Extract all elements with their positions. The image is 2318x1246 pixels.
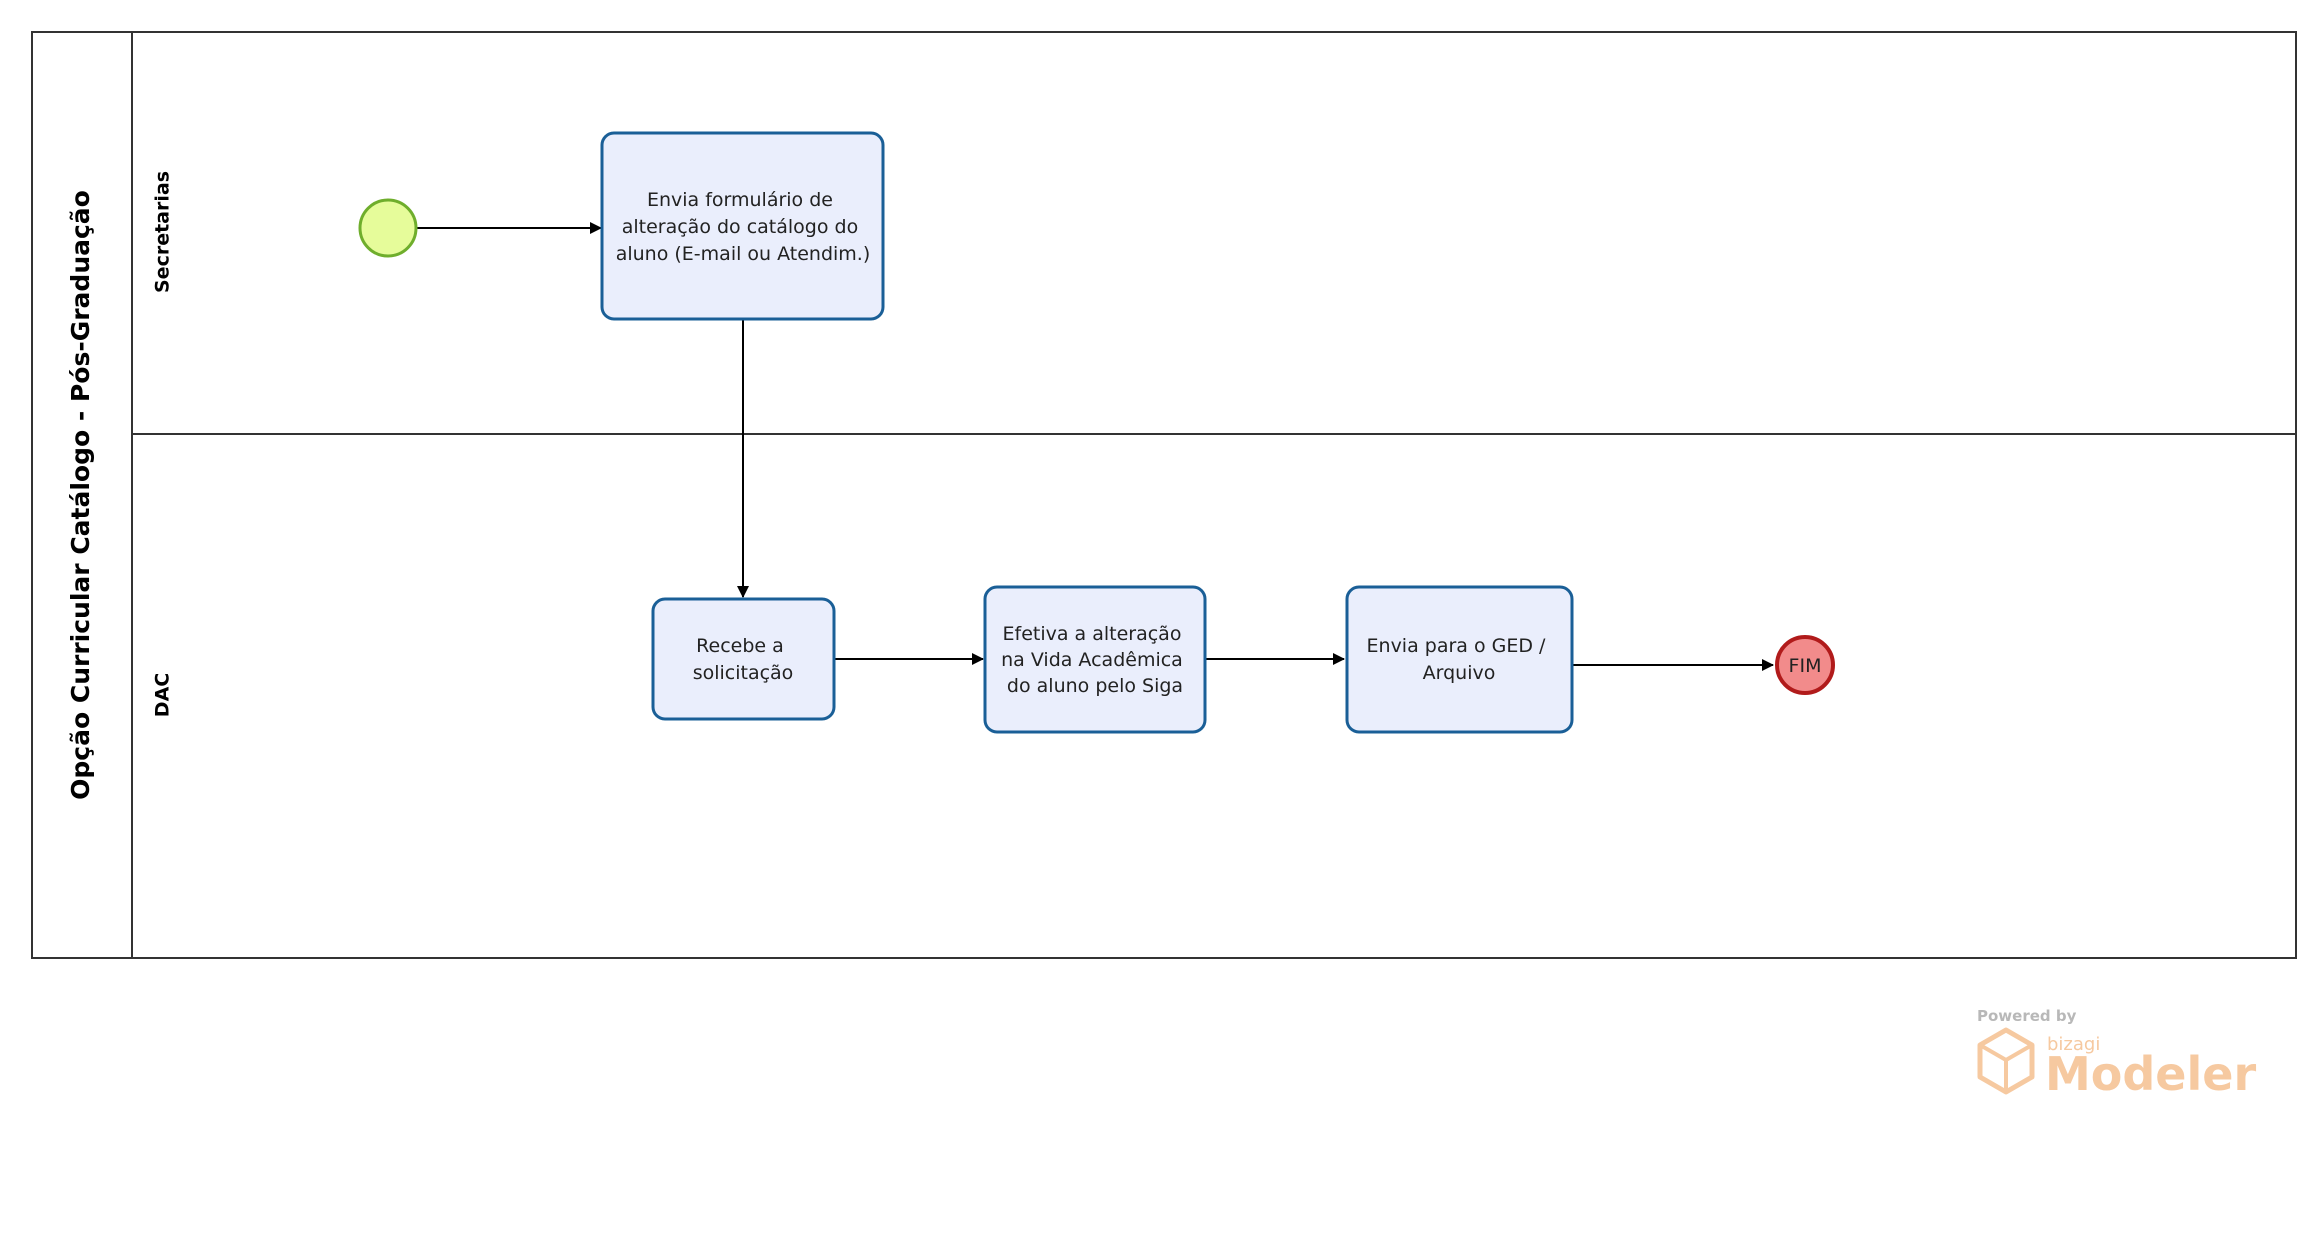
task-recebe-solicitacao-line-2: solicitação: [693, 662, 794, 684]
bizagi-watermark: Powered by bizagi Modeler: [1977, 1007, 2256, 1101]
task-envia-formulario-box[interactable]: [600, 131, 885, 321]
task-efetiva-alteracao[interactable]: Efetiva a alteração na Vida Acadêmica do…: [983, 585, 1207, 734]
bizagi-logo-icon: [1977, 1027, 2035, 1095]
start-event[interactable]: [358, 198, 418, 258]
watermark-product: Modeler: [2045, 1047, 2256, 1101]
lane-label-secretarias: Secretarias: [152, 171, 174, 293]
task-envia-formulario-line-1: Envia formulário de: [647, 189, 833, 211]
end-event[interactable]: FIM: [1775, 635, 1835, 695]
task-envia-formulario-line-3: aluno (E-mail ou Atendim.): [616, 243, 871, 265]
task-recebe-solicitacao-box[interactable]: [651, 597, 836, 721]
task-envia-formulario-line-2: alteração do catálogo do: [622, 216, 859, 238]
pool-title: Opção Curricular Catálogo - Pós-Graduaçã…: [66, 190, 95, 800]
sequence-flows: [416, 222, 1774, 671]
task-envia-formulario-label: Envia formulário de alteração do catálog…: [616, 189, 871, 265]
lane-label-dac: DAC: [152, 673, 174, 717]
task-efetiva-alteracao-line-2: na Vida Acadêmica: [1001, 649, 1183, 671]
end-event-circle[interactable]: [1775, 635, 1835, 695]
task-efetiva-alteracao-box[interactable]: [983, 585, 1207, 734]
task-envia-ged-box[interactable]: [1345, 585, 1574, 734]
task-recebe-solicitacao-line-1: Recebe a: [696, 635, 784, 657]
task-envia-formulario[interactable]: Envia formulário de alteração do catálog…: [600, 131, 885, 321]
lane-dac: DAC: [152, 673, 174, 717]
watermark-brand: bizagi: [2047, 1034, 2100, 1055]
task-envia-ged-line-2: Arquivo: [1423, 662, 1496, 684]
end-event-label: FIM: [1789, 655, 1822, 677]
task-envia-ged-line-1: Envia para o GED /: [1367, 635, 1547, 657]
task-envia-ged[interactable]: Envia para o GED / Arquivo: [1345, 585, 1574, 734]
pool: Opção Curricular Catálogo - Pós-Graduaçã…: [31, 31, 2297, 959]
watermark-powered-by: Powered by: [1977, 1007, 2077, 1025]
pool-frame: [31, 31, 2297, 959]
task-recebe-solicitacao[interactable]: Recebe a solicitação: [651, 597, 836, 721]
task-envia-ged-label: Envia para o GED / Arquivo: [1367, 635, 1552, 684]
task-efetiva-alteracao-line-1: Efetiva a alteração: [1003, 623, 1182, 645]
task-recebe-solicitacao-label: Recebe a solicitação: [693, 635, 794, 684]
lane-secretarias: Secretarias: [152, 171, 174, 293]
task-efetiva-alteracao-label: Efetiva a alteração na Vida Acadêmica do…: [1001, 623, 1189, 697]
task-efetiva-alteracao-line-3: do aluno pelo Siga: [1007, 675, 1183, 697]
